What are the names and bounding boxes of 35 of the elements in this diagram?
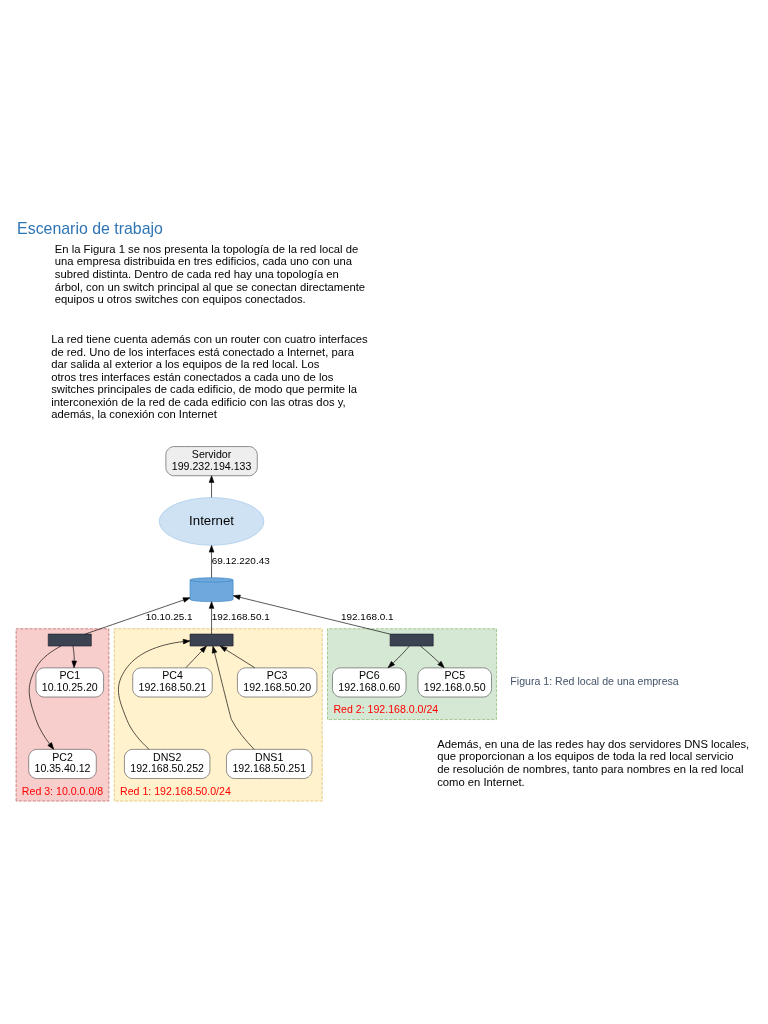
node-box: PC5 192.168.0.50 — [417, 667, 492, 697]
node-box: DNS2 192.168.50.252 — [124, 748, 211, 779]
arrow — [233, 594, 391, 634]
arrow — [118, 638, 191, 750]
arrow — [208, 474, 215, 498]
arrow — [219, 645, 256, 668]
arrow — [185, 645, 207, 668]
arrow — [71, 645, 77, 668]
arrow — [84, 596, 191, 634]
edge-label: 192.168.50.1 — [211, 610, 270, 622]
edge-label: 10.10.25.1 — [145, 610, 193, 622]
arrow — [420, 645, 445, 668]
node-box: DNS1 192.168.50.251 — [226, 748, 313, 779]
label: Además, en una de las redes hay dos servidores DNS locales, que proporcionan a los equipos de toda la red local servicio de resolución de nombres, tanto para nombres en la red local como en Internet. — [437, 737, 750, 788]
label: La red tiene cuenta además con un router con cuatro interfaces de red. Uno de los interfaces está conectado a Internet, para dar salida al exterior a los equipos de la red local. Los otros tres interfaces están conectados a cada uno de los switches principales de cada edificio, de modo que permite la interconexión de la red de cada edificio con las otras dos y, además, la conexión con Internet — [51, 332, 368, 420]
node-box — [47, 633, 92, 646]
node-box: PC2 10.35.40.12 — [28, 748, 97, 779]
arrow — [28, 645, 62, 750]
arrow — [387, 645, 410, 668]
node-box: PC3 192.168.50.20 — [237, 667, 318, 697]
diagram-title: Escenario de trabajo — [17, 219, 163, 237]
arrow — [208, 544, 215, 578]
node-box — [189, 633, 234, 646]
caption: Figura 1: Red local de una empresa — [510, 674, 679, 687]
edge-label: 192.168.0.1 — [341, 610, 394, 622]
node-box: PC4 192.168.50.21 — [132, 667, 213, 697]
node-box: PC1 10.10.25.20 — [35, 667, 104, 697]
edge-label: 69.12.220.43 — [211, 554, 270, 566]
label: En la Figura 1 se nos presenta la topología de la red local de una empresa distribuida en tres edificios, cada uno con una subred distinta. Dentro de cada red hay una topología en árbol, con un switch principal al que se conectan directamente equipos u otros switches con equipos conectados. — [54, 242, 366, 305]
node-box: Servidor 199.232.194.133 — [165, 445, 258, 476]
node-ellipse: Internet — [158, 496, 265, 546]
arrow — [208, 600, 215, 634]
node-box — [389, 633, 434, 646]
node-box: PC6 192.168.0.60 — [332, 667, 407, 697]
arrow — [211, 645, 255, 750]
